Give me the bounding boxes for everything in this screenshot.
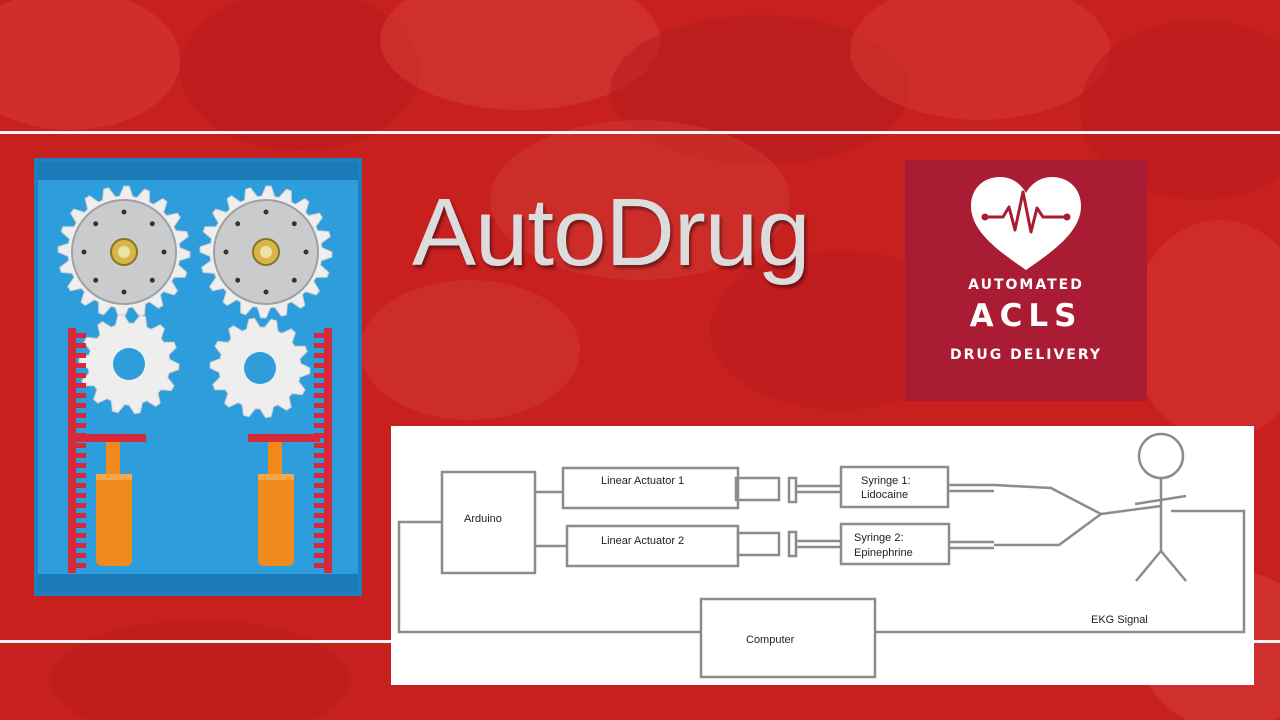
syringe1-label-line2: Lidocaine <box>861 489 909 501</box>
syringe2-box <box>839 522 951 566</box>
syringe1-box <box>839 465 950 509</box>
computer-label: Computer <box>746 634 795 646</box>
logo-text-drug-delivery: DRUG DELIVERY <box>950 347 1102 363</box>
arduino-label: Arduino <box>464 513 502 525</box>
top-divider-line <box>0 131 1280 134</box>
diagram-lines <box>397 432 1246 679</box>
syringe1-label-line1: Syringe 1: <box>861 475 911 487</box>
logo-text-acls: ACLS <box>969 298 1083 334</box>
ekg-signal-label: EKG Signal <box>1091 614 1148 626</box>
page-title: AutoDrug <box>412 179 811 286</box>
logo-text-automated: AUTOMATED <box>968 277 1084 293</box>
syringe2-label-line1: Syringe 2: <box>854 532 904 544</box>
actuator1-label: Linear Actuator 1 <box>601 475 685 487</box>
gear-mechanism-illustration <box>34 158 362 596</box>
computer-box <box>699 597 877 679</box>
acls-logo <box>905 160 1147 401</box>
syringe2-label-line2: Epinephrine <box>854 547 913 559</box>
actuator1-box <box>561 466 740 510</box>
actuator2-label: Linear Actuator 2 <box>601 535 685 547</box>
heart-ekg-icon <box>971 177 1081 270</box>
system-block-diagram: Arduino Linear Actuator 1 Linear Actuato… <box>391 426 1254 685</box>
